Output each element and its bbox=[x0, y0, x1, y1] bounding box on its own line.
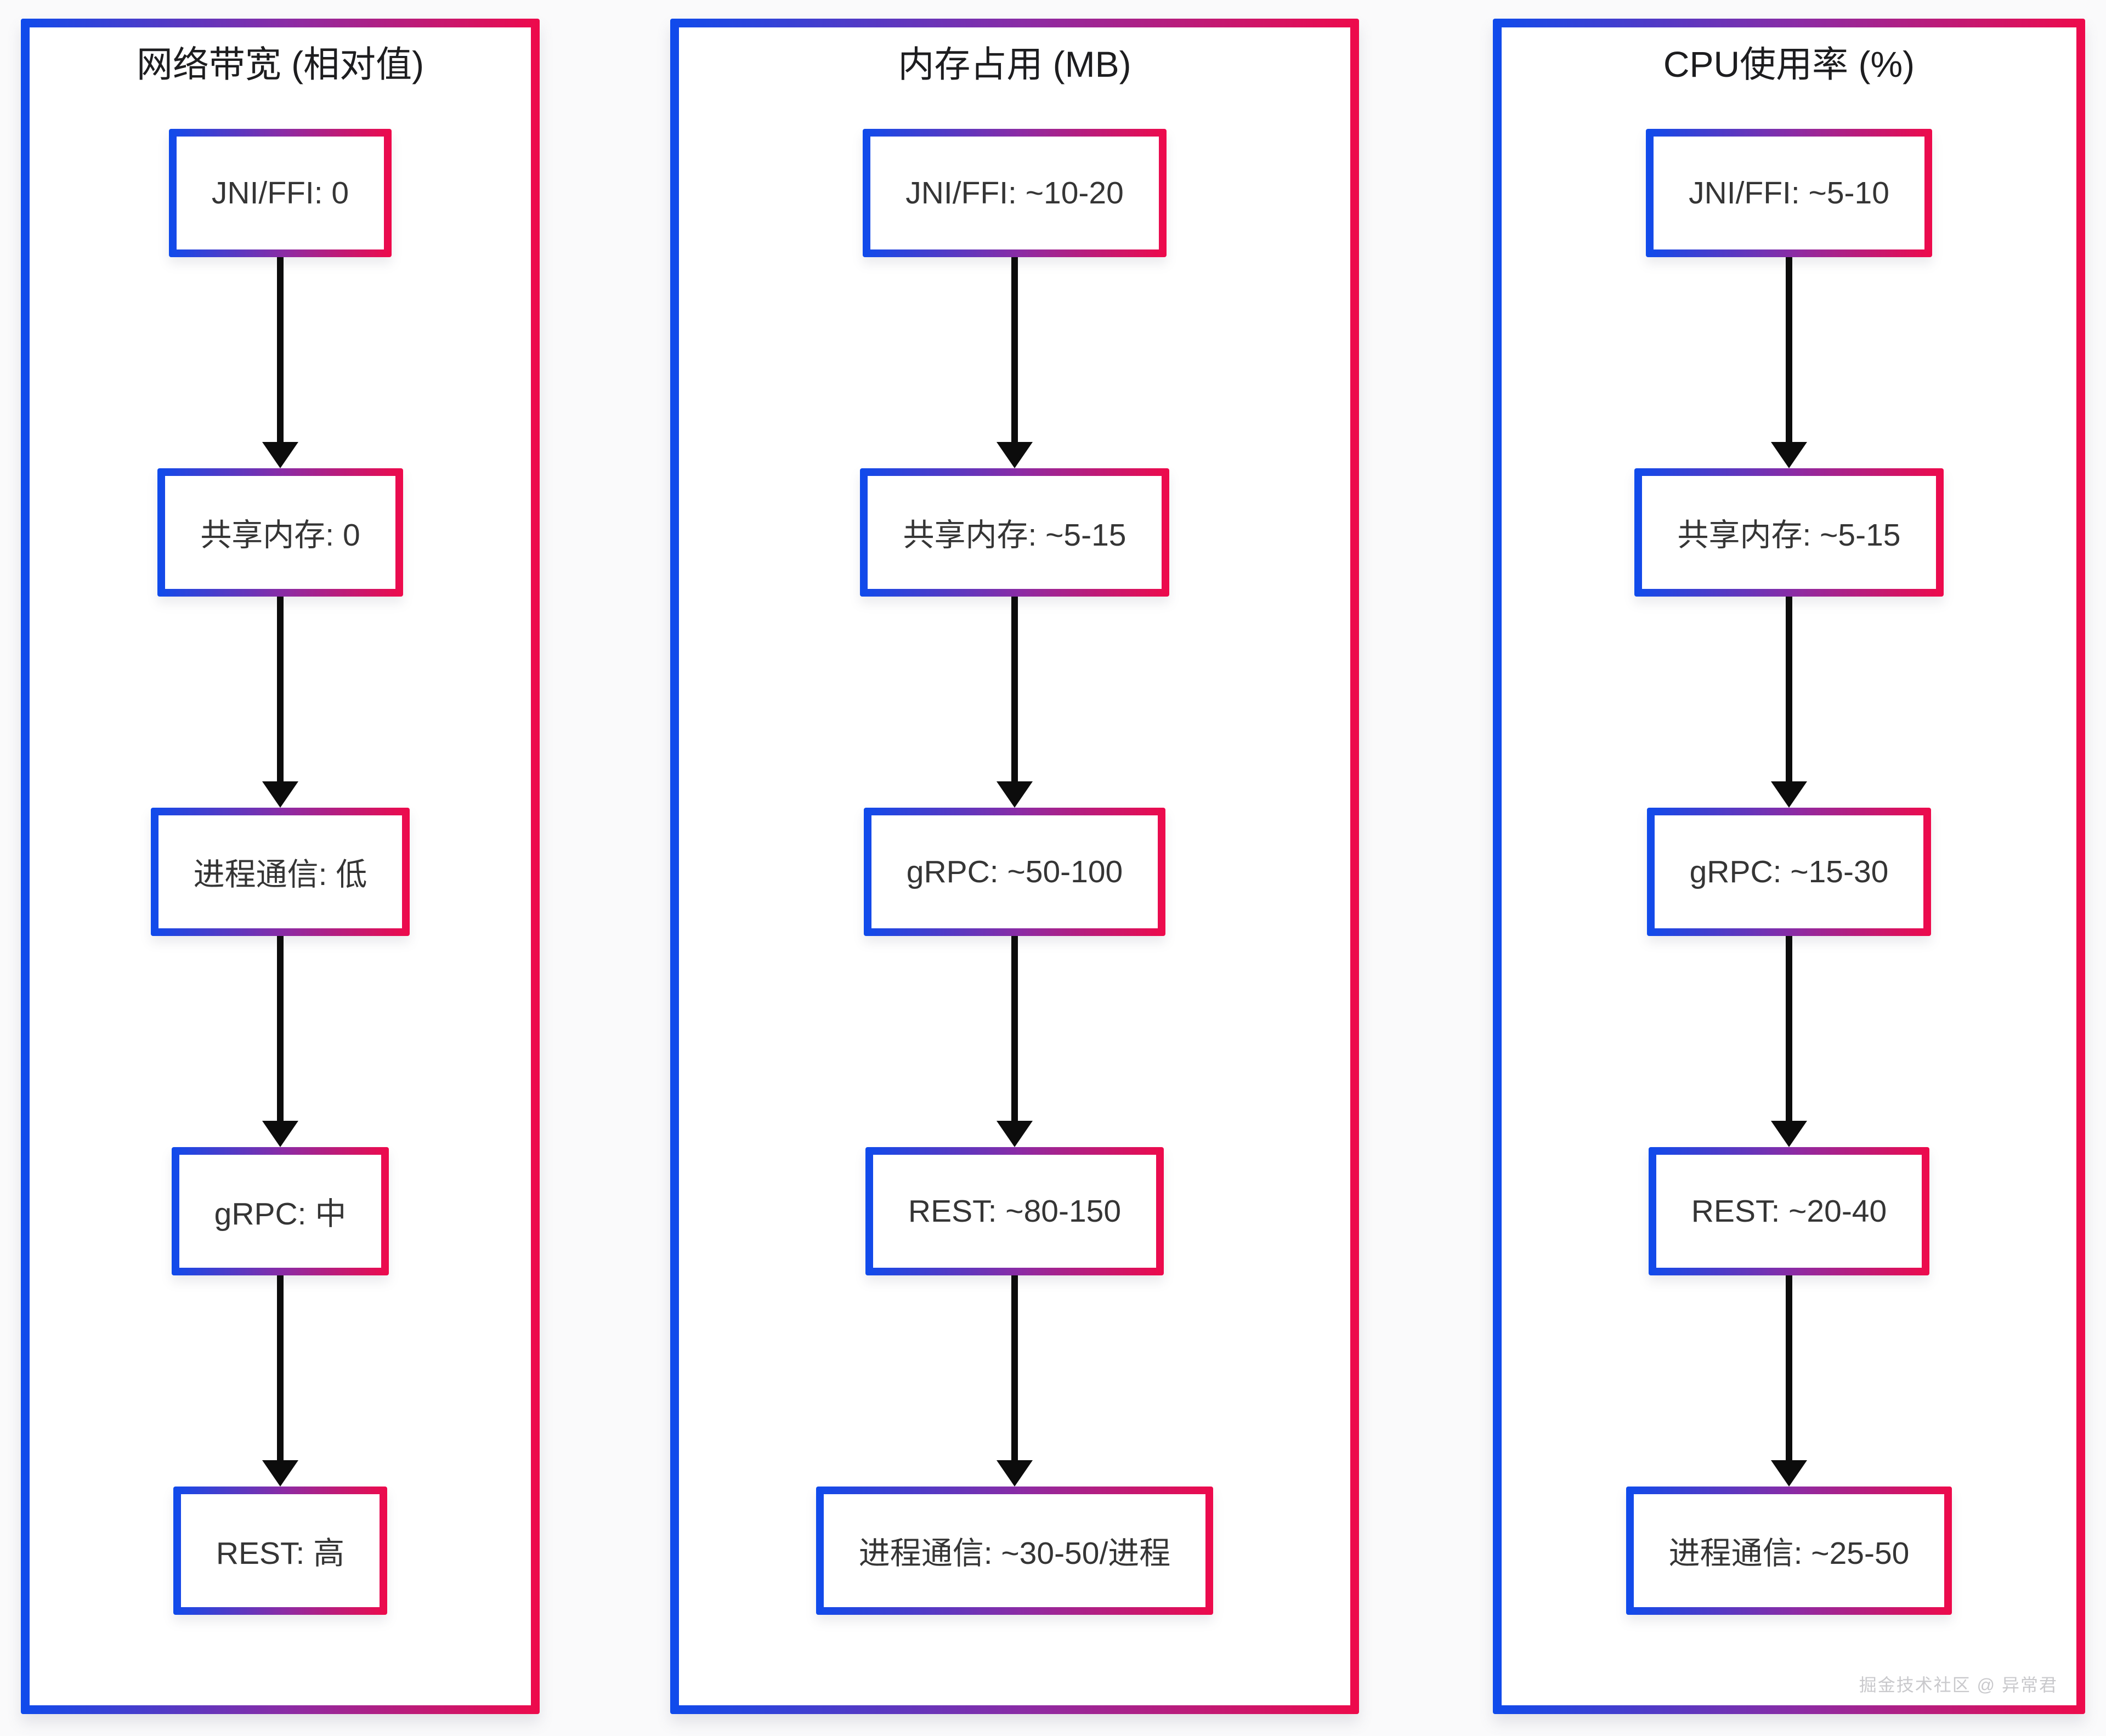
arrow-head bbox=[262, 1120, 298, 1147]
node-jni-ffi: JNI/FFI: ~5-10 bbox=[1646, 128, 1932, 257]
arrow-head bbox=[997, 441, 1033, 468]
panel-title: 内存占用 (MB) bbox=[898, 44, 1131, 84]
arrow-line bbox=[1011, 1275, 1018, 1460]
node-label: 共享内存: ~5-15 bbox=[868, 475, 1162, 589]
node-label: REST: ~80-150 bbox=[873, 1154, 1157, 1268]
node-ipc: 进程通信: ~30-50/进程 bbox=[816, 1486, 1214, 1615]
panel-cpu-usage: CPU使用率 (%) JNI/FFI: ~5-10 共享内存: ~5-15 gR… bbox=[1493, 19, 2085, 1714]
node-jni-ffi: JNI/FFI: 0 bbox=[168, 128, 392, 257]
node-label: gRPC: 中 bbox=[179, 1154, 382, 1268]
arrow-down-icon bbox=[1771, 1275, 1807, 1487]
arrow-down-icon bbox=[1771, 257, 1807, 468]
arrow-head bbox=[1771, 781, 1807, 808]
node-shared-memory: 共享内存: 0 bbox=[157, 468, 403, 597]
arrow-head bbox=[262, 1460, 298, 1487]
arrow-down-icon bbox=[262, 596, 298, 808]
node-grpc: gRPC: ~15-30 bbox=[1646, 807, 1932, 936]
node-rest: REST: ~80-150 bbox=[865, 1147, 1164, 1275]
panel-title: 网络带宽 (相对值) bbox=[136, 44, 424, 84]
arrow-down-icon bbox=[997, 1275, 1033, 1487]
panel-network-bandwidth: 网络带宽 (相对值) JNI/FFI: 0 共享内存: 0 进程通信: 低 gR… bbox=[21, 19, 540, 1714]
node-rest: REST: ~20-40 bbox=[1648, 1147, 1930, 1275]
node-rest: REST: 高 bbox=[173, 1486, 388, 1615]
arrow-down-icon bbox=[262, 935, 298, 1147]
panel-network-bandwidth-body: 网络带宽 (相对值) JNI/FFI: 0 共享内存: 0 进程通信: 低 gR… bbox=[30, 27, 531, 1705]
arrow-head bbox=[997, 1120, 1033, 1147]
node-label: JNI/FFI: ~10-20 bbox=[870, 136, 1159, 249]
arrow-line bbox=[277, 596, 284, 781]
arrow-head bbox=[262, 441, 298, 468]
arrow-line bbox=[1011, 596, 1018, 781]
arrow-line bbox=[1786, 935, 1792, 1121]
panel-memory-usage: 内存占用 (MB) JNI/FFI: ~10-20 共享内存: ~5-15 gR… bbox=[670, 19, 1359, 1714]
node-ipc: 进程通信: ~25-50 bbox=[1626, 1486, 1952, 1615]
node-grpc: gRPC: ~50-100 bbox=[863, 807, 1166, 936]
arrow-down-icon bbox=[1771, 596, 1807, 808]
node-jni-ffi: JNI/FFI: ~10-20 bbox=[863, 128, 1167, 257]
node-label: 进程通信: ~25-50 bbox=[1633, 1494, 1945, 1607]
node-label: JNI/FFI: ~5-10 bbox=[1654, 136, 1924, 249]
panel-cpu-usage-body: CPU使用率 (%) JNI/FFI: ~5-10 共享内存: ~5-15 gR… bbox=[1502, 27, 2076, 1705]
node-label: 进程通信: ~30-50/进程 bbox=[823, 1494, 1206, 1607]
node-grpc: gRPC: 中 bbox=[171, 1147, 389, 1275]
arrow-down-icon bbox=[997, 257, 1033, 468]
watermark: 掘金技术社区 @ 异常君 bbox=[1859, 1675, 2058, 1695]
node-label: REST: 高 bbox=[180, 1494, 380, 1607]
arrow-line bbox=[1786, 257, 1792, 442]
arrow-line bbox=[1786, 596, 1792, 781]
arrow-down-icon bbox=[997, 596, 1033, 808]
arrow-down-icon bbox=[1771, 935, 1807, 1147]
arrow-head bbox=[997, 1460, 1033, 1487]
node-shared-memory: 共享内存: ~5-15 bbox=[860, 468, 1169, 597]
arrow-down-icon bbox=[262, 1275, 298, 1487]
panel-title: CPU使用率 (%) bbox=[1663, 44, 1915, 84]
arrow-line bbox=[277, 257, 284, 442]
arrow-head bbox=[262, 781, 298, 808]
panel-memory-usage-body: 内存占用 (MB) JNI/FFI: ~10-20 共享内存: ~5-15 gR… bbox=[679, 27, 1350, 1705]
arrow-line bbox=[277, 1275, 284, 1460]
arrow-down-icon bbox=[262, 257, 298, 468]
arrow-head bbox=[1771, 1460, 1807, 1487]
node-label: 进程通信: 低 bbox=[158, 815, 403, 928]
arrow-down-icon bbox=[997, 935, 1033, 1147]
node-label: 共享内存: ~5-15 bbox=[1642, 475, 1936, 589]
arrow-line bbox=[277, 935, 284, 1121]
arrow-line bbox=[1011, 257, 1018, 442]
arrow-head bbox=[1771, 1120, 1807, 1147]
arrow-line bbox=[1786, 1275, 1792, 1460]
node-label: JNI/FFI: 0 bbox=[176, 136, 384, 249]
node-label: gRPC: ~15-30 bbox=[1654, 815, 1924, 928]
node-label: REST: ~20-40 bbox=[1656, 1154, 1922, 1268]
node-label: 共享内存: 0 bbox=[165, 475, 395, 589]
node-shared-memory: 共享内存: ~5-15 bbox=[1634, 468, 1944, 597]
arrow-line bbox=[1011, 935, 1018, 1121]
arrow-head bbox=[997, 781, 1033, 808]
node-label: gRPC: ~50-100 bbox=[871, 815, 1158, 928]
arrow-head bbox=[1771, 441, 1807, 468]
node-ipc: 进程通信: 低 bbox=[150, 807, 410, 936]
